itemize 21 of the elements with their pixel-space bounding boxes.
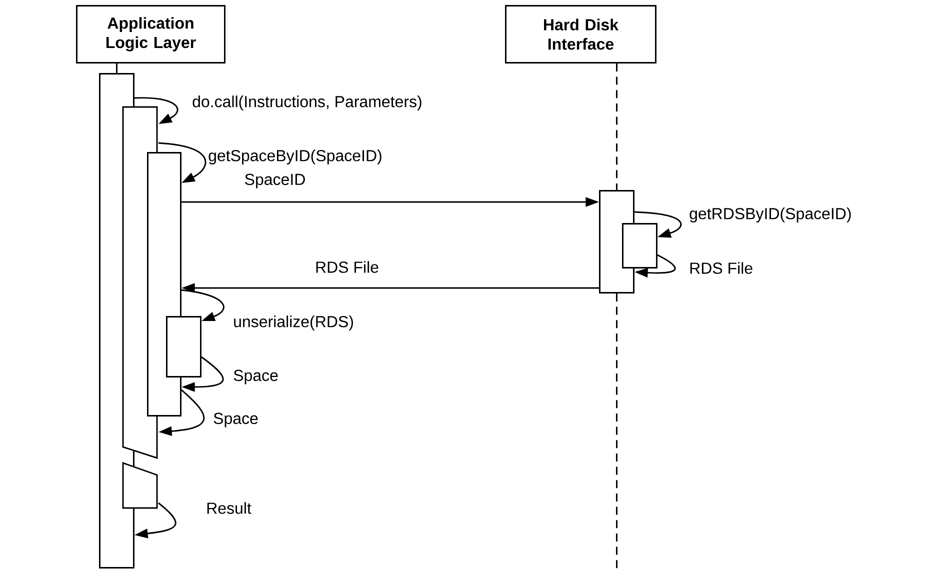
message-label: Space [234,370,278,384]
activation-bar [622,223,658,268]
message-label: getSpaceByID(SpaceID) [208,150,382,164]
self-call-arrow [181,289,224,321]
message-label: RDS File [690,262,752,274]
self-call-arrow [158,142,206,183]
message-label: RDS File [316,261,378,273]
message-label: Space [214,412,258,428]
lifeline [616,293,618,570]
self-call-arrow [634,211,682,238]
lifeline-header: Hard Disk Interface [505,5,656,64]
message-label: SpaceID [245,174,305,188]
message-label: unserialize(RDS) [234,316,353,330]
message-label: Result [207,502,252,514]
message-label: getRDSByID(SpaceID) [690,208,851,222]
self-call-arrow [134,97,178,124]
activation-bar [166,316,202,378]
lifeline-header: Application Logic Layer [76,5,226,64]
lifeline [616,63,618,190]
lifeline [116,63,118,73]
message-label: do.call(Instructions, Parameters) [192,96,422,110]
